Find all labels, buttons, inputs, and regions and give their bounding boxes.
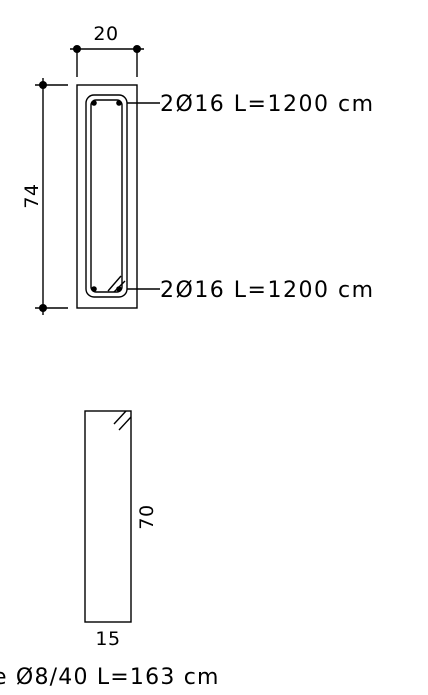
rebar-top-right	[116, 100, 122, 106]
stirrup-width-label: 15	[95, 628, 120, 650]
stirrup-label: e Ø8/40 L=163 cm	[0, 665, 220, 690]
rebar-bottom-left	[91, 286, 97, 292]
top-bars-label: 2Ø16 L=1200 cm	[160, 92, 375, 117]
rebar-top-left	[91, 100, 97, 106]
stirrup-shape	[84, 410, 132, 623]
stirrup-hook-2	[118, 416, 132, 431]
section-stirrup-hook	[107, 275, 122, 292]
width-dimension-label: 20	[93, 23, 118, 45]
height-dimension-label: 74	[21, 183, 43, 208]
stirrup-hook	[113, 410, 127, 425]
height-dimension: 74	[21, 78, 68, 315]
stirrup-height-label: 70	[136, 504, 158, 529]
width-dimension: 20	[70, 23, 144, 77]
section-stirrup-inner	[90, 99, 123, 293]
stirrup-detail: 70 15 e Ø8/40 L=163 cm	[0, 410, 220, 690]
bottom-bars-label: 2Ø16 L=1200 cm	[160, 278, 375, 303]
rebar-bottom-right	[116, 286, 122, 292]
section-stirrup	[85, 94, 128, 298]
beam-cross-section: 2Ø16 L=1200 cm 2Ø16 L=1200 cm 20 74	[21, 23, 375, 315]
section-outline	[76, 84, 138, 309]
